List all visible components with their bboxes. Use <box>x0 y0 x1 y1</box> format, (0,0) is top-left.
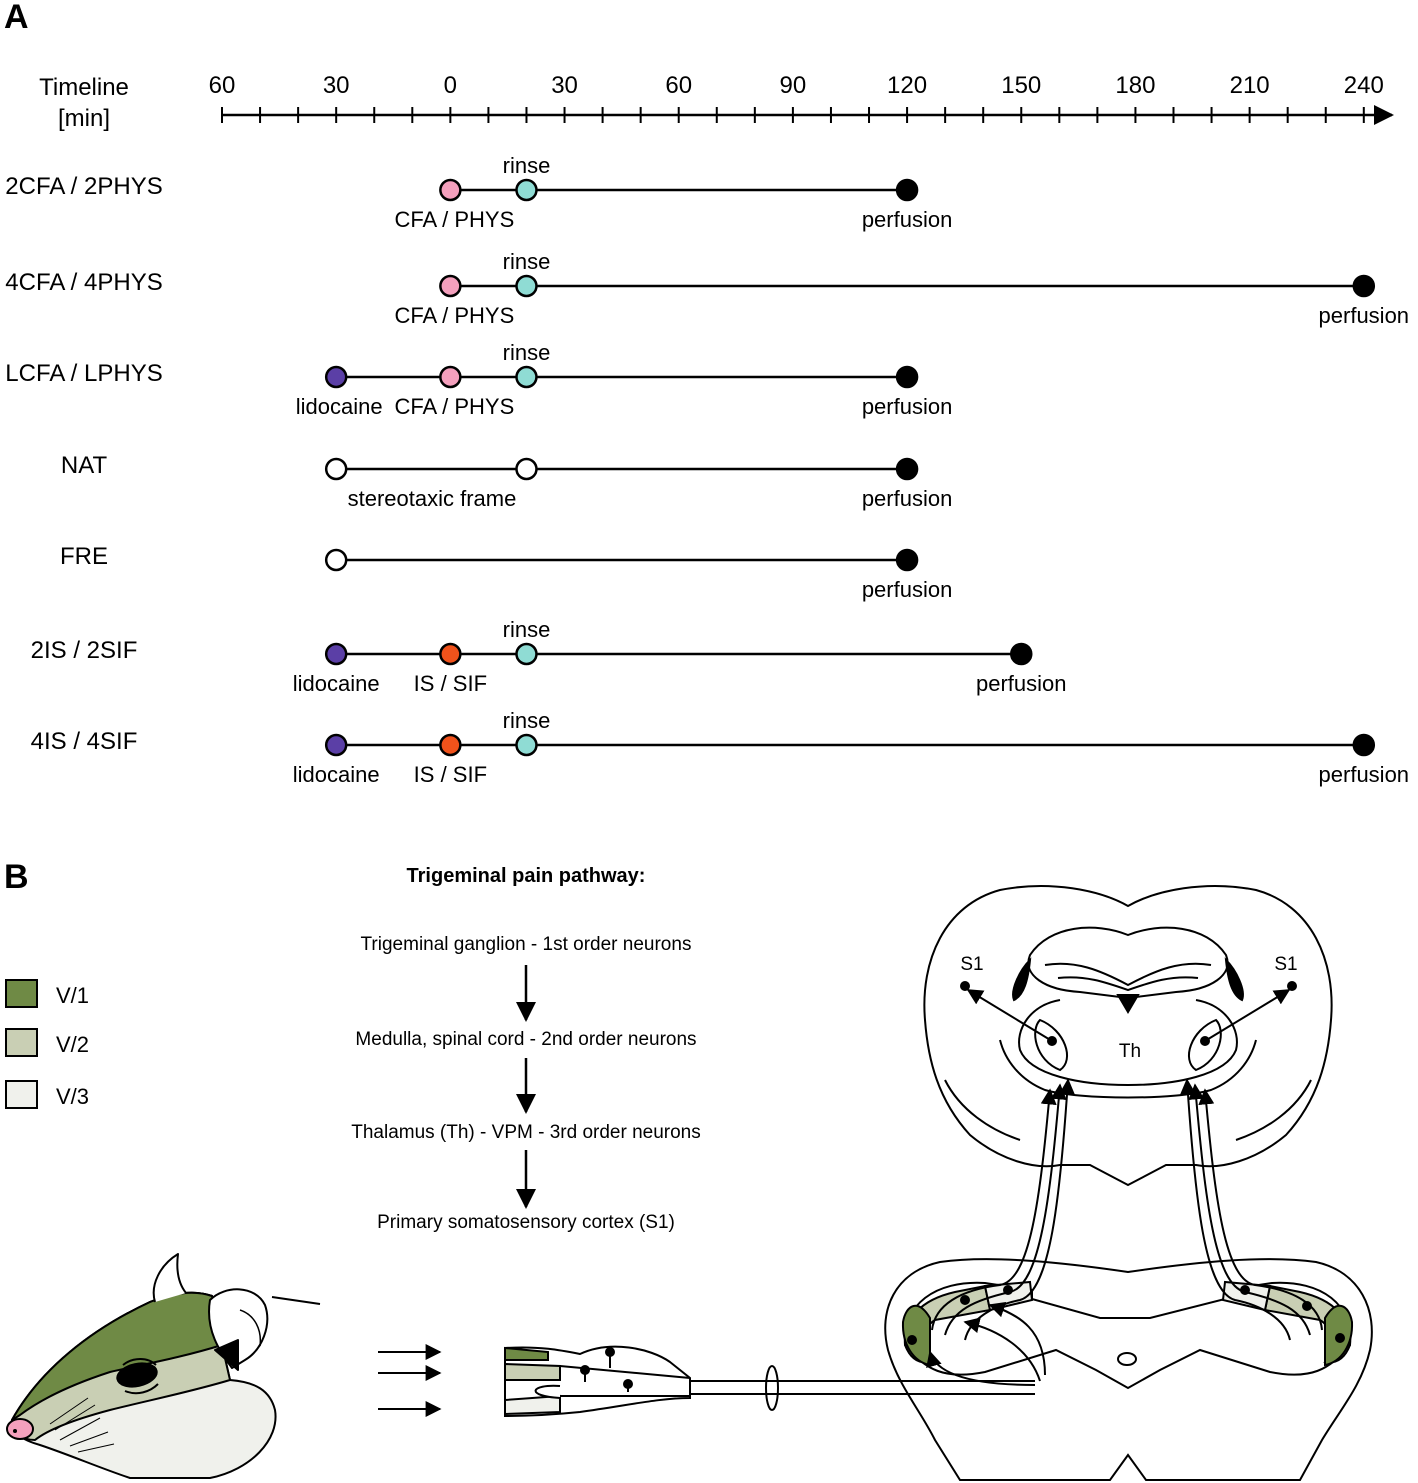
axis-tick-label: 90 <box>780 72 807 99</box>
legend-label-v3: V/3 <box>56 1084 89 1109</box>
event-marker <box>324 642 348 666</box>
legend-label-v2: V/2 <box>56 1032 89 1057</box>
event-marker <box>324 548 348 572</box>
group-label: 4IS / 4SIF <box>31 728 138 755</box>
timeline-axis: 60 30 0 30 60 90 120 150 180 210 240 <box>209 72 1394 125</box>
s1-label-left: S1 <box>960 954 983 975</box>
panel-b-letter: B <box>4 858 29 896</box>
event-label: rinse <box>503 249 551 274</box>
event-marker <box>439 365 462 389</box>
event-marker <box>1352 733 1376 757</box>
event-marker <box>895 548 919 572</box>
group-row: 4CFA / 4PHYS CFA / PHYS rinse perfusion <box>5 249 1409 328</box>
event-marker <box>324 457 348 481</box>
event-marker <box>439 733 462 757</box>
s1-label-right: S1 <box>1274 954 1297 975</box>
span-label: stereotaxic frame <box>348 486 517 511</box>
event-marker <box>324 733 348 757</box>
event-label: IS / SIF <box>414 762 487 787</box>
event-label: perfusion <box>976 671 1067 696</box>
axis-tick-label: 0 <box>444 72 457 99</box>
event-marker <box>1010 642 1033 666</box>
event-marker <box>1352 274 1376 298</box>
group-row: FRE perfusion <box>60 543 952 602</box>
pathway-step-4: Primary somatosensory cortex (S1) <box>377 1212 675 1233</box>
event-marker <box>439 178 462 202</box>
event-marker <box>439 642 462 666</box>
event-marker <box>515 733 538 757</box>
axis-tick-label: 30 <box>323 72 350 99</box>
event-marker <box>324 365 348 389</box>
event-label: CFA / PHYS <box>394 394 514 419</box>
event-marker <box>515 274 538 298</box>
event-marker <box>515 642 538 666</box>
pathway-step-2: Medulla, spinal cord - 2nd order neurons <box>355 1029 696 1050</box>
panel-a-letter: A <box>4 0 29 36</box>
event-label: CFA / PHYS <box>394 303 514 328</box>
event-marker <box>439 274 462 298</box>
thalamus-label: Th <box>1119 1041 1141 1062</box>
legend-swatch-v3 <box>5 1080 38 1109</box>
medulla-section <box>884 1078 1373 1481</box>
trigeminal-ganglion <box>378 1344 1035 1418</box>
pathway-step-1: Trigeminal ganglion - 1st order neurons <box>361 934 692 955</box>
event-marker <box>895 178 919 202</box>
axis-tick-label: 120 <box>887 72 927 99</box>
timeline-unit: [min] <box>58 105 110 132</box>
event-marker <box>515 457 538 481</box>
event-marker <box>515 365 538 389</box>
event-label: perfusion <box>862 486 953 511</box>
event-marker <box>515 178 538 202</box>
brain-coronal-section <box>923 885 1333 1187</box>
axis-tick-label: 210 <box>1230 72 1270 99</box>
axis-tick-label: 240 <box>1344 72 1384 99</box>
event-label: lidocaine <box>296 394 383 419</box>
event-label: perfusion <box>862 394 953 419</box>
axis-tick-label: 60 <box>209 72 236 99</box>
legend: V/1 V/2 V/3 <box>5 979 89 1109</box>
group-row: 2IS / 2SIF lidocaine IS / SIF rinse perfusio… <box>31 617 1067 696</box>
event-label: CFA / PHYS <box>394 207 514 232</box>
group-label: 4CFA / 4PHYS <box>5 269 162 296</box>
legend-swatch-v2 <box>5 1028 38 1057</box>
event-label: perfusion <box>1319 762 1410 787</box>
pathway-step-3: Thalamus (Th) - VPM - 3rd order neurons <box>351 1122 701 1143</box>
timeline-title: Timeline <box>39 74 129 101</box>
event-label: perfusion <box>862 577 953 602</box>
axis-tick-label: 30 <box>551 72 578 99</box>
event-label: rinse <box>503 617 551 642</box>
event-label: perfusion <box>1319 303 1410 328</box>
event-label: rinse <box>503 340 551 365</box>
group-row: 2CFA / 2PHYS CFA / PHYS rinse perfusion <box>5 153 952 232</box>
event-label: rinse <box>503 153 551 178</box>
panel-b: B V/1 V/2 V/3 Trigeminal pain pathway: T… <box>4 858 1373 1481</box>
event-label: perfusion <box>862 207 953 232</box>
event-marker <box>895 365 919 389</box>
group-row: NAT perfusion stereotaxic frame <box>61 452 952 511</box>
event-label: rinse <box>503 708 551 733</box>
event-marker <box>895 457 919 481</box>
legend-label-v1: V/1 <box>56 983 89 1008</box>
axis-tick-label: 60 <box>665 72 692 99</box>
rat-head-illustration <box>6 1253 321 1479</box>
group-label: NAT <box>61 452 108 479</box>
group-label: 2IS / 2SIF <box>31 637 138 664</box>
legend-swatch-v1 <box>5 979 38 1008</box>
axis-tick-label: 180 <box>1115 72 1155 99</box>
group-row: 4IS / 4SIF lidocaine IS / SIF rinse perfusio… <box>31 708 1409 787</box>
group-label: 2CFA / 2PHYS <box>5 173 162 200</box>
group-row: LCFA / LPHYS lidocaine CFA / PHYS rinse perf… <box>5 340 952 419</box>
pathway-title: Trigeminal pain pathway: <box>407 865 646 887</box>
event-label: lidocaine <box>293 671 380 696</box>
panel-a: A Timeline [min] 60 30 0 30 60 90 120 150 180 210… <box>4 0 1409 787</box>
group-label: LCFA / LPHYS <box>5 360 162 387</box>
event-label: lidocaine <box>293 762 380 787</box>
axis-tick-label: 150 <box>1001 72 1041 99</box>
pathway-flow: Trigeminal pain pathway: Trigeminal gang… <box>351 865 701 1233</box>
group-label: FRE <box>60 543 108 570</box>
event-label: IS / SIF <box>414 671 487 696</box>
